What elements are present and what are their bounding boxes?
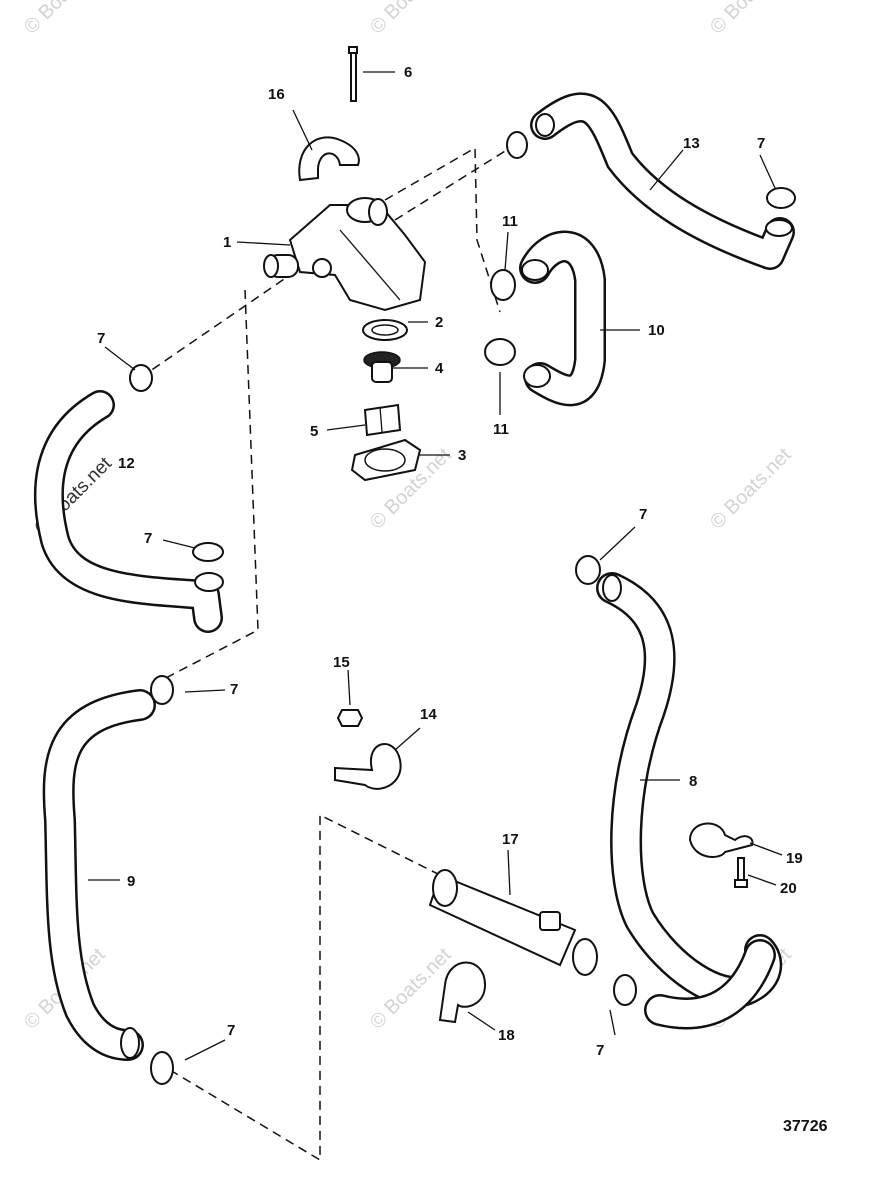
heat-exchanger-17 [428,869,598,976]
clamp-16 [298,136,360,182]
leader-lines [88,71,783,1061]
callouts: 1 2 3 4 5 6 7 7 7 7 7 7 7 8 9 10 11 11 1… [97,64,803,1059]
watermark: © Boats.net [20,0,110,39]
watermark: © Boats.net [706,444,796,534]
callout-16: 16 [268,86,285,103]
nut-15 [336,709,364,727]
callout-7: 7 [144,530,152,547]
thermostat-housing [263,197,427,312]
callout-11: 11 [493,421,509,438]
callout-11: 11 [502,213,518,230]
hose-clamps [129,131,796,1085]
callout-5: 5 [310,423,318,440]
callout-3: 3 [458,447,466,464]
gasket-3 [350,438,422,482]
hose-13 [530,92,795,270]
callout-15: 15 [333,654,350,671]
callout-9: 9 [127,873,135,890]
callout-8: 8 [689,773,697,790]
callout-7: 7 [639,506,647,523]
sleeve-5 [363,403,402,437]
bolt-6 [348,46,358,102]
callout-12: 12 [118,455,135,472]
callout-6: 6 [404,64,412,81]
callout-17: 17 [502,831,519,848]
callout-7: 7 [230,681,238,698]
clamp-14 [334,743,402,790]
bracket-19 [688,822,754,858]
hose-12 [33,390,224,633]
assembly-lines [139,146,511,1162]
callout-13: 13 [683,135,700,152]
hose-9 [42,689,156,1061]
callout-4: 4 [435,360,444,377]
screw-20 [734,857,748,888]
callout-10: 10 [648,322,665,339]
thermostat-4 [363,351,401,383]
callout-2: 2 [435,314,443,331]
callout-18: 18 [498,1027,515,1044]
watermark: © Boats.net [366,0,456,39]
gasket-2 [362,319,408,341]
callout-14: 14 [420,706,437,723]
callout-1: 1 [223,234,231,251]
hose-8 [596,572,783,1030]
watermark: © Boats.net [706,0,796,39]
callout-7: 7 [596,1042,604,1059]
callout-7: 7 [97,330,105,347]
hose-10 [519,230,606,407]
callout-20: 20 [780,880,797,897]
callout-7: 7 [227,1022,235,1039]
figure-number: 37726 [783,1118,828,1135]
clamp-18 [438,961,487,1024]
callout-19: 19 [786,850,803,867]
callout-7: 7 [757,135,765,152]
